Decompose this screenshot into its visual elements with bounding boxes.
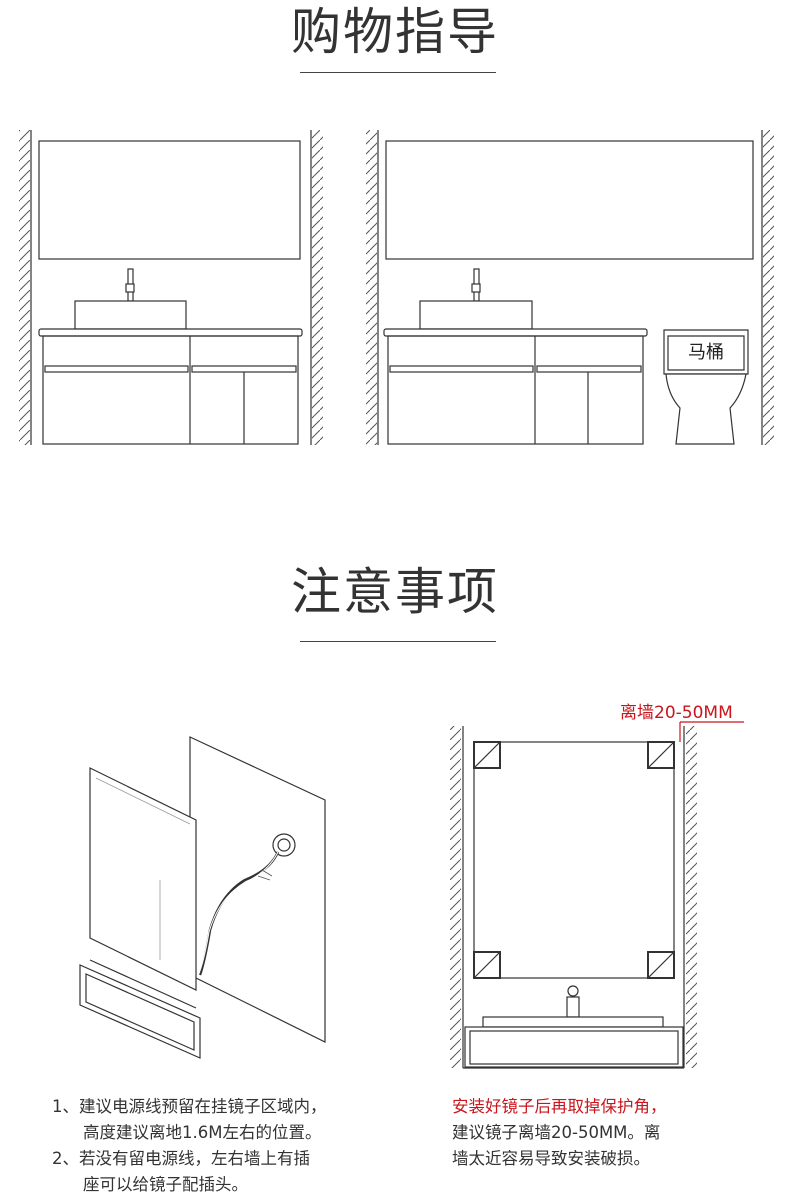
vanity-diagram-right xyxy=(366,130,774,445)
note-line: 若没有留电源线，左右墙上有插 xyxy=(79,1149,310,1168)
note-item-2-cont: 座可以给镜子配插头。 xyxy=(52,1172,327,1198)
mirror-exploded-diagram xyxy=(79,736,326,1059)
vanity-diagram-left xyxy=(19,130,323,445)
toilet-label: 马桶 xyxy=(688,342,724,363)
note-line: 建议镜子离墙20-50MM。离 xyxy=(452,1123,661,1142)
note-highlight: 安装好镜子后再取掉保护角， xyxy=(452,1097,667,1116)
right-notes: 安装好镜子后再取掉保护角， 建议镜子离墙20-50MM。离 墙太近容易导致安装破… xyxy=(452,1094,667,1172)
note-item-1-cont: 高度建议离地1.6M左右的位置。 xyxy=(52,1120,327,1146)
note-item-1: 1、建议电源线预留在挂镜子区域内， xyxy=(52,1094,327,1120)
note-line: 建议电源线预留在挂镜子区域内， xyxy=(79,1097,327,1116)
note-number: 2、 xyxy=(52,1149,79,1168)
left-notes: 1、建议电源线预留在挂镜子区域内， 高度建议离地1.6M左右的位置。 2、若没有… xyxy=(52,1094,327,1198)
note-line: 墙太近容易导致安装破损。 xyxy=(452,1149,650,1168)
note-line: 座可以给镜子配插头。 xyxy=(83,1175,248,1194)
mirror-front-diagram xyxy=(450,721,744,1069)
note-item-2: 2、若没有留电源线，左右墙上有插 xyxy=(52,1146,327,1172)
notes-title-rule xyxy=(300,641,496,642)
notes-title: 注意事项 xyxy=(291,563,499,621)
guide-title-rule xyxy=(300,72,496,73)
wall-distance-label: 离墙20-50MM xyxy=(620,703,733,723)
note-line: 高度建议离地1.6M左右的位置。 xyxy=(83,1123,322,1142)
guide-title: 购物指导 xyxy=(291,3,499,61)
note-number: 1、 xyxy=(52,1097,79,1116)
